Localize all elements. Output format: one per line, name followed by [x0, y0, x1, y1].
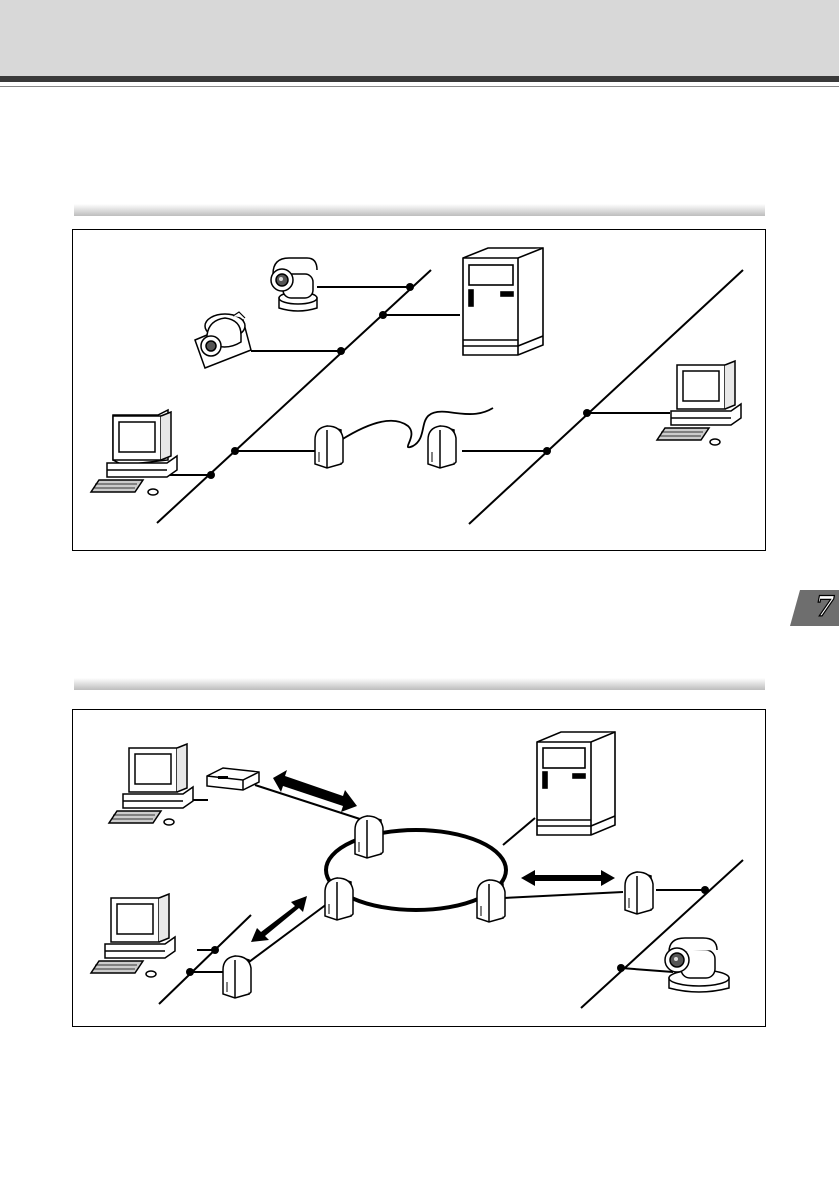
page-header-band [0, 0, 839, 76]
section-heading-bar-1 [74, 204, 765, 216]
camera-icon [665, 938, 729, 992]
double-arrow-icon [521, 870, 615, 886]
network-node [207, 471, 215, 479]
network-node [583, 409, 591, 417]
modem-icon [325, 878, 353, 920]
modem-icon [355, 816, 383, 858]
modem-icon [223, 956, 251, 998]
network-node [231, 447, 239, 455]
section-heading-bar-2 [74, 678, 765, 690]
double-arrow-icon [251, 896, 307, 942]
network-node [186, 968, 194, 976]
network-node [211, 946, 219, 954]
header-thin-rule [0, 86, 839, 87]
computer-icon [91, 894, 175, 977]
server-icon [463, 248, 543, 355]
header-rule [0, 76, 839, 82]
router-icon [207, 768, 259, 790]
network-diagram-2 [72, 709, 766, 1027]
camera-icon [195, 312, 251, 368]
computer-icon [109, 744, 193, 825]
modem-icon [315, 426, 343, 468]
camera-icon [271, 258, 317, 311]
computer-icon [91, 410, 177, 495]
network-node [337, 347, 345, 355]
chapter-tab: 7 [790, 590, 839, 626]
modem-icon [477, 880, 505, 922]
computer-icon [657, 361, 741, 445]
network-node [379, 311, 387, 319]
network-diagram-1 [72, 229, 766, 551]
network-node [543, 447, 551, 455]
network-node [701, 886, 709, 894]
modem-icon [428, 426, 456, 468]
network-node [406, 283, 414, 291]
modem-icon [625, 872, 653, 914]
server-icon [537, 732, 615, 835]
double-arrow-icon [273, 770, 357, 812]
network-node [617, 964, 625, 972]
chapter-number: 7 [810, 591, 839, 623]
